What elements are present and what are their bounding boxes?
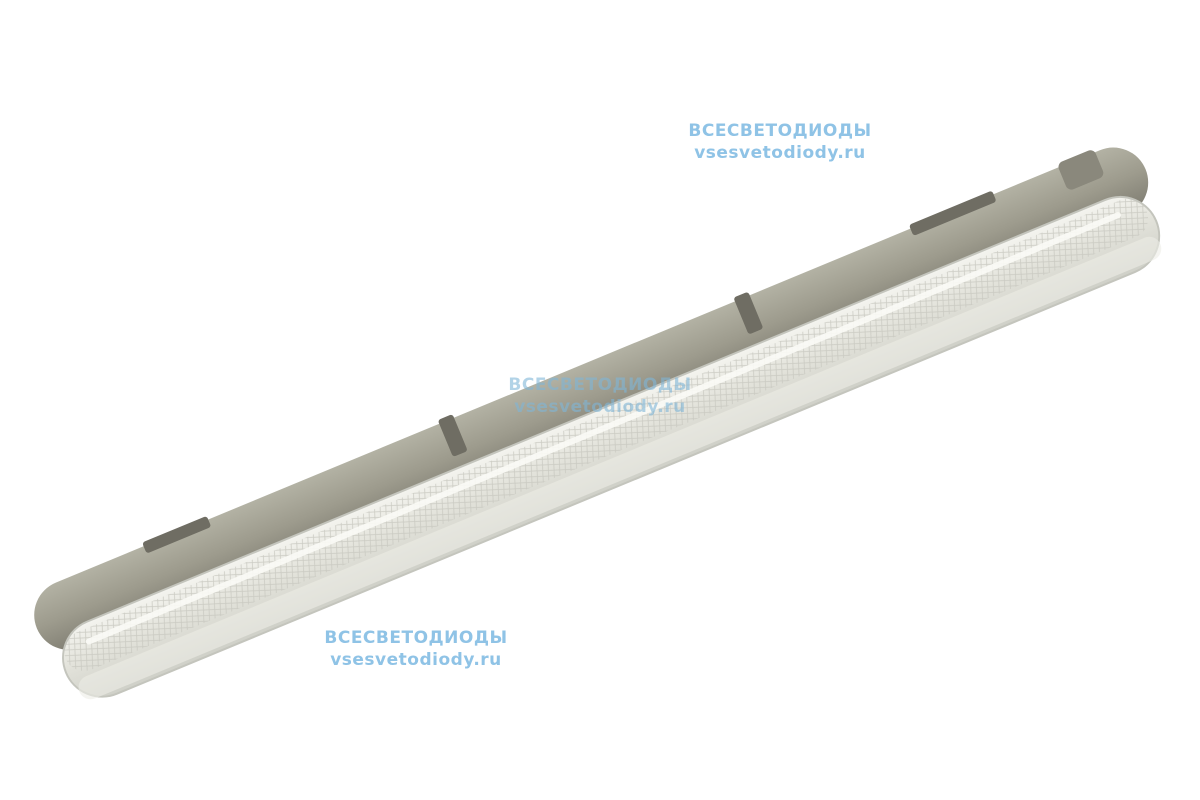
luminaire bbox=[34, 147, 1162, 700]
clip-mid-right bbox=[734, 292, 763, 334]
housing bbox=[34, 147, 1149, 650]
led-strip bbox=[85, 212, 1122, 645]
watermark-bottom: ВСЕСВЕТОДИОДЫ vsesvetodiody.ru bbox=[316, 627, 516, 671]
watermark-brand: ВСЕСВЕТОДИОДЫ bbox=[324, 628, 508, 648]
watermark-url: vsesvetodiody.ru bbox=[330, 650, 502, 670]
watermark-url: vsesvetodiody.ru bbox=[514, 397, 686, 417]
clip-right bbox=[909, 191, 996, 236]
watermark-url: vsesvetodiody.ru bbox=[694, 143, 866, 163]
end-cap-right bbox=[1058, 150, 1104, 190]
watermark-brand: ВСЕСВЕТОДИОДЫ bbox=[508, 375, 692, 395]
clip-center bbox=[438, 414, 467, 457]
watermark-top: ВСЕСВЕТОДИОДЫ vsesvetodiody.ru bbox=[680, 120, 880, 164]
watermark-brand: ВСЕСВЕТОДИОДЫ bbox=[688, 121, 872, 141]
clip-left bbox=[142, 516, 211, 553]
watermark-center: ВСЕСВЕТОДИОДЫ vsesvetodiody.ru bbox=[500, 374, 700, 418]
